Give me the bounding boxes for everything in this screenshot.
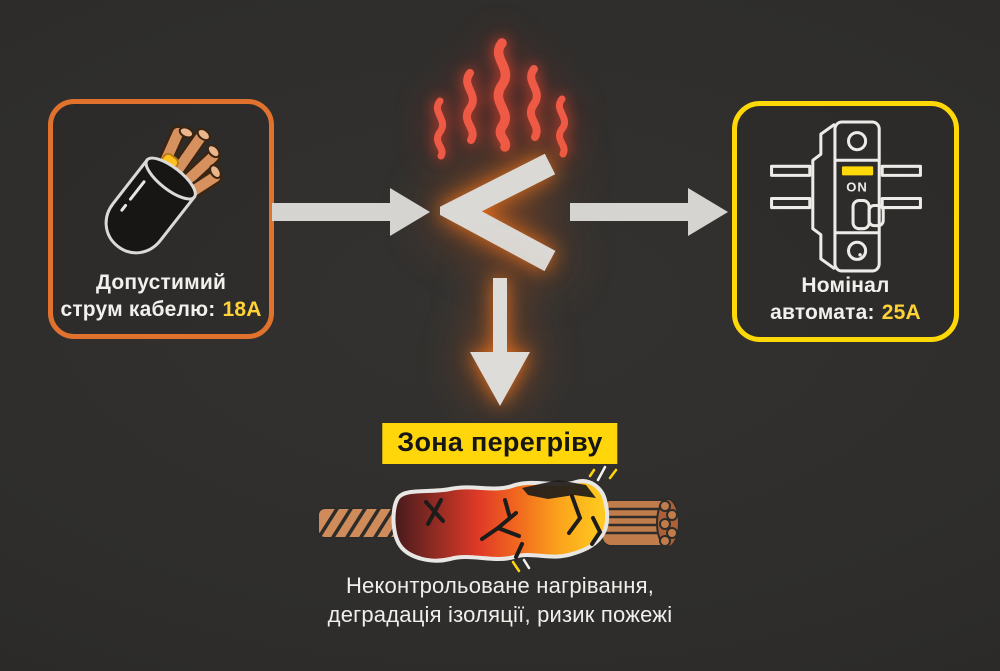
overheat-description-line2: деградація ізоляції, ризик пожежі: [327, 602, 673, 627]
cable-icon: [104, 125, 223, 255]
burnt-cable-icon: [317, 465, 680, 573]
less-than-icon: [440, 153, 556, 272]
cable-card: Допустимий струм кабелю: 18А: [48, 99, 274, 339]
heat-waves-icon: [433, 38, 569, 160]
cable-caption-line1: Допустимий: [95, 271, 227, 294]
breaker-caption-line2: автомата: 25А: [737, 299, 954, 326]
overheat-description: Неконтрольоване нагрівання, деградація і…: [0, 571, 1000, 629]
cable-caption: Допустимий струм кабелю: 18А: [53, 269, 269, 323]
breaker-card: ON Номінал автомата: 25А: [732, 101, 959, 342]
cable-caption-label: струм кабелю:: [60, 298, 216, 321]
breaker-caption-line1: Номінал: [801, 274, 890, 297]
arrow-right-icon: [272, 188, 430, 236]
breaker-rating-value: 25А: [881, 301, 921, 324]
cable-caption-line2: струм кабелю: 18А: [53, 296, 269, 323]
breaker-on-label: ON: [846, 179, 868, 194]
breaker-caption: Номінал автомата: 25А: [737, 272, 954, 326]
breaker-caption-label: автомата:: [770, 301, 875, 324]
arrow-down-icon: [470, 278, 530, 406]
arrow-right-icon: [570, 188, 728, 236]
circuit-breaker-icon: ON: [769, 120, 922, 273]
overheat-zone-label: Зона перегріву: [382, 423, 618, 464]
cable-current-value: 18А: [222, 298, 262, 321]
overheat-description-line1: Неконтрольоване нагрівання,: [345, 573, 655, 598]
